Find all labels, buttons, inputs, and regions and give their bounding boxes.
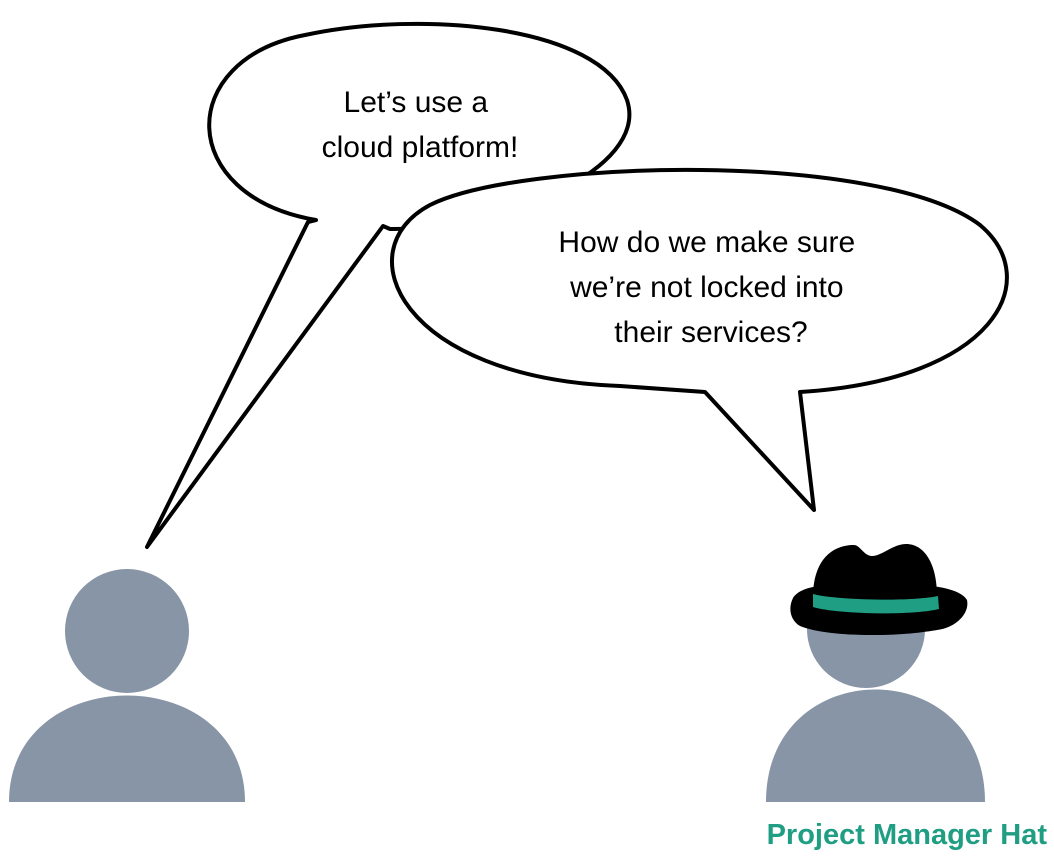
- fedora-hat-icon: [790, 544, 968, 635]
- right-bubble-shape: [390, 167, 1009, 512]
- left-person-head: [65, 569, 189, 693]
- left-bubble-line: Let’s use a: [344, 86, 489, 119]
- right-bubble-line: How do we make sure: [558, 226, 855, 259]
- right-bubble-line: we’re not locked into: [569, 271, 844, 304]
- left-bubble-line: cloud platform!: [322, 131, 519, 164]
- hat-caption: Project Manager Hat: [767, 819, 1048, 851]
- left-person-body: [9, 695, 245, 802]
- right-bubble-line: their services?: [614, 316, 807, 349]
- hat-band: [813, 594, 939, 614]
- right-bubble-text: How do we make sure we’re not locked int…: [558, 226, 863, 349]
- left-bubble-text: Let’s use a cloud platform!: [322, 86, 519, 164]
- right-person-body: [766, 689, 985, 802]
- right-speech-bubble: How do we make sure we’re not locked int…: [390, 167, 1009, 512]
- left-speech-bubble: Let’s use a cloud platform!: [145, 21, 632, 549]
- left-person-icon: [9, 569, 245, 802]
